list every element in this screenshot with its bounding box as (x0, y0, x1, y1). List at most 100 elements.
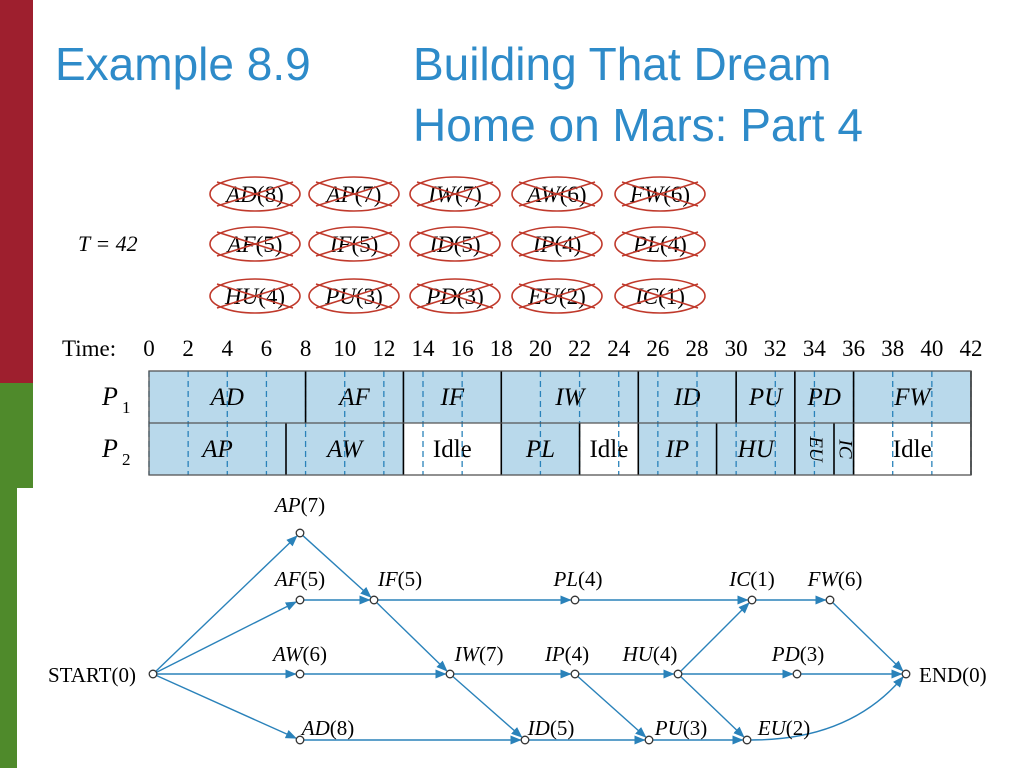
task-label: PU (748, 384, 784, 411)
time-tick-label: 0 (143, 336, 155, 361)
task-label: AF (337, 384, 370, 411)
priority-item: IF(5) (308, 226, 400, 262)
time-tick-label: 12 (372, 336, 395, 361)
priority-item: IP(4) (511, 226, 603, 262)
task-node-label: AD(8) (300, 716, 355, 740)
project-digraph: START(0)AP(7)AF(5)IF(5)PL(4)IC(1)FW(6)AW… (48, 493, 987, 745)
task-node-label: PD(3) (771, 642, 825, 666)
time-tick-label: 10 (333, 336, 356, 361)
t-value-label: T = 42 (78, 231, 138, 256)
task-node-label: AP(7) (273, 493, 325, 517)
task-label: IW (554, 384, 586, 411)
title-line-1: Building That Dream (413, 38, 832, 90)
task-label: IF (440, 384, 465, 411)
dependency-arrow (376, 602, 448, 672)
task-bar (794, 371, 854, 423)
task-bar (579, 423, 639, 475)
priority-item: AD(8) (209, 176, 301, 212)
task-label: ID (673, 384, 700, 411)
priority-list: T = 42 AD(8)AP(7)IW(7) AW(6) FW(6) AF(5)IF(… (78, 176, 706, 314)
priority-item: AF(5) (209, 226, 301, 262)
dependency-arrow (452, 676, 523, 738)
task-node-label: AW(6) (271, 642, 327, 666)
task-bar (834, 423, 854, 475)
time-tick-label: 8 (300, 336, 312, 361)
priority-item: FW(6) (614, 176, 706, 212)
task-bar (853, 423, 971, 475)
time-tick-label: 18 (490, 336, 513, 361)
task-node (445, 669, 455, 679)
dependency-arrow (680, 676, 745, 738)
task-node (295, 528, 305, 538)
priority-item: EU(2) (511, 278, 603, 314)
task-node-label: IC(1) (728, 567, 775, 591)
task-node (295, 669, 305, 679)
priority-item: AP(7) (308, 176, 400, 212)
task-node (825, 595, 835, 605)
task-label: AD (209, 384, 244, 411)
task-label: IP (665, 436, 690, 463)
time-tick-label: 16 (451, 336, 474, 361)
task-bar (501, 371, 639, 423)
dependency-arrow (302, 535, 372, 598)
time-tick-label: 34 (803, 336, 827, 361)
priority-item: HU(4) (209, 278, 301, 314)
priority-item: AW(6) (511, 176, 603, 212)
task-node (644, 735, 654, 745)
task-node-label: ID(5) (527, 716, 575, 740)
task-node (369, 595, 379, 605)
example-label: Example 8.9 (55, 38, 311, 90)
task-node-label: FW(6) (807, 567, 863, 591)
task-label: PL (525, 436, 555, 463)
task-node (295, 735, 305, 745)
task-node (901, 669, 911, 679)
time-tick-label: 30 (725, 336, 748, 361)
task-node-label: IF(5) (377, 567, 422, 591)
time-tick-label: 22 (568, 336, 591, 361)
time-tick-label: 6 (261, 336, 273, 361)
task-node (570, 595, 580, 605)
task-node-label: IP(4) (544, 642, 589, 666)
time-tick-label: 2 (182, 336, 194, 361)
dependency-arrow (577, 676, 647, 738)
processor-label: P (101, 434, 118, 463)
time-tick-label: 32 (764, 336, 787, 361)
processor-subscript: 2 (122, 450, 131, 469)
task-node-label: HU(4) (622, 642, 678, 666)
time-tick-label: 14 (412, 336, 436, 361)
task-bar (638, 371, 737, 423)
task-node (742, 735, 752, 745)
dependency-arrow (156, 601, 297, 673)
time-tick-label: 26 (646, 336, 669, 361)
task-label: AW (325, 436, 364, 463)
task-node (295, 595, 305, 605)
green-accent-bar (0, 383, 33, 488)
processor-subscript: 1 (122, 398, 131, 417)
task-label: Idle (589, 436, 628, 463)
time-tick-label: 40 (920, 336, 943, 361)
dependency-arrow (832, 602, 904, 672)
task-bar (736, 371, 795, 423)
task-label: FW (893, 384, 932, 411)
dependency-arrow (680, 602, 750, 672)
task-node-label: START(0) (48, 663, 136, 687)
task-bar (638, 423, 717, 475)
task-node-label: EU(2) (757, 716, 811, 740)
priority-item: PU(3) (308, 278, 400, 314)
priority-item: IC(1) (614, 278, 706, 314)
task-label: EU (805, 435, 826, 463)
priority-item: PL(4) (614, 226, 706, 262)
time-tick-label: 20 (529, 336, 552, 361)
task-node-label: PU(3) (654, 716, 708, 740)
dependency-arrow (750, 676, 904, 741)
task-node (570, 669, 580, 679)
title-line-2: Home on Mars: Part 4 (413, 99, 863, 151)
time-tick-label: 36 (842, 336, 865, 361)
time-tick-label: 24 (607, 336, 631, 361)
priority-item: PD(3) (409, 278, 501, 314)
task-label: HU (737, 436, 776, 463)
time-tick-label: 42 (960, 336, 983, 361)
task-bar (853, 371, 971, 423)
priority-item: IW(7) (409, 176, 501, 212)
